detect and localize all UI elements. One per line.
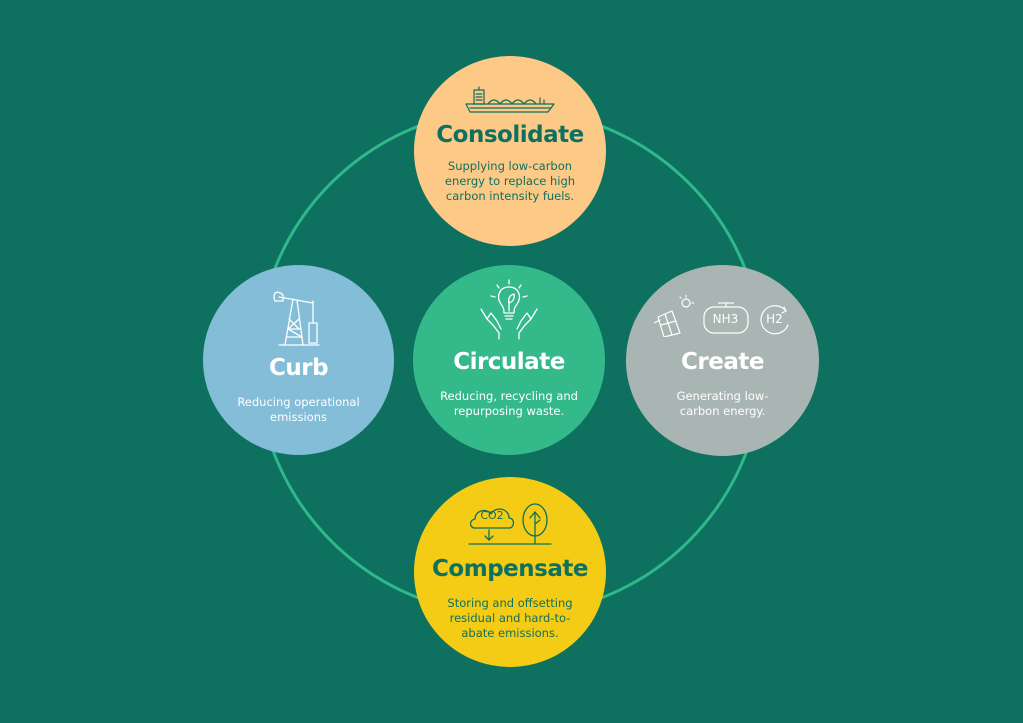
compensate-description: Storing and offsetting residual and hard… xyxy=(447,596,573,640)
consolidate-description: Supplying low-carbon energy to replace h… xyxy=(444,159,576,203)
consolidate-node: Consolidate Supplying low-carbon energy … xyxy=(414,56,606,246)
hydrogen-cycle: H2 xyxy=(758,303,792,337)
ammonia-tank: NH3 xyxy=(702,301,750,337)
create-node: NH3 H2 Create Generating low-carbon ener… xyxy=(626,265,819,456)
compensate-node: CO2 Compensate Storing and offsetting re… xyxy=(414,477,606,667)
cloud-tree-icon xyxy=(468,503,552,545)
oil-pump-icon xyxy=(272,291,320,346)
co2-cloud-tree-icon: CO2 xyxy=(467,502,553,546)
circulate-description: Reducing, recycling and repurposing wast… xyxy=(440,389,578,418)
create-description: Generating low-carbon energy. xyxy=(676,389,769,418)
circulate-title: Circulate xyxy=(453,349,565,375)
curb-node: Curb Reducing operational emissions xyxy=(203,265,394,455)
compensate-title: Compensate xyxy=(432,556,588,582)
curb-title: Curb xyxy=(268,355,329,381)
hydrogen-cycle-icon xyxy=(759,305,789,335)
hands-lightbulb-leaf-icon xyxy=(480,279,538,340)
ammonia-tank-icon xyxy=(702,302,749,334)
consolidate-title: Consolidate xyxy=(436,122,584,148)
ammonia-label: NH3 xyxy=(712,312,739,326)
circulate-node: Circulate Reducing, recycling and repurp… xyxy=(413,265,605,455)
hydrogen-label: H2 xyxy=(766,312,783,326)
solar-panel-icon xyxy=(653,295,694,337)
co2-label: CO2 xyxy=(480,509,504,522)
solar-ammonia-hydrogen-icon: NH3 H2 xyxy=(653,295,792,337)
tanker-ship-icon xyxy=(465,86,555,113)
curb-description: Reducing operational emissions xyxy=(237,395,360,424)
create-title: Create xyxy=(681,349,764,375)
